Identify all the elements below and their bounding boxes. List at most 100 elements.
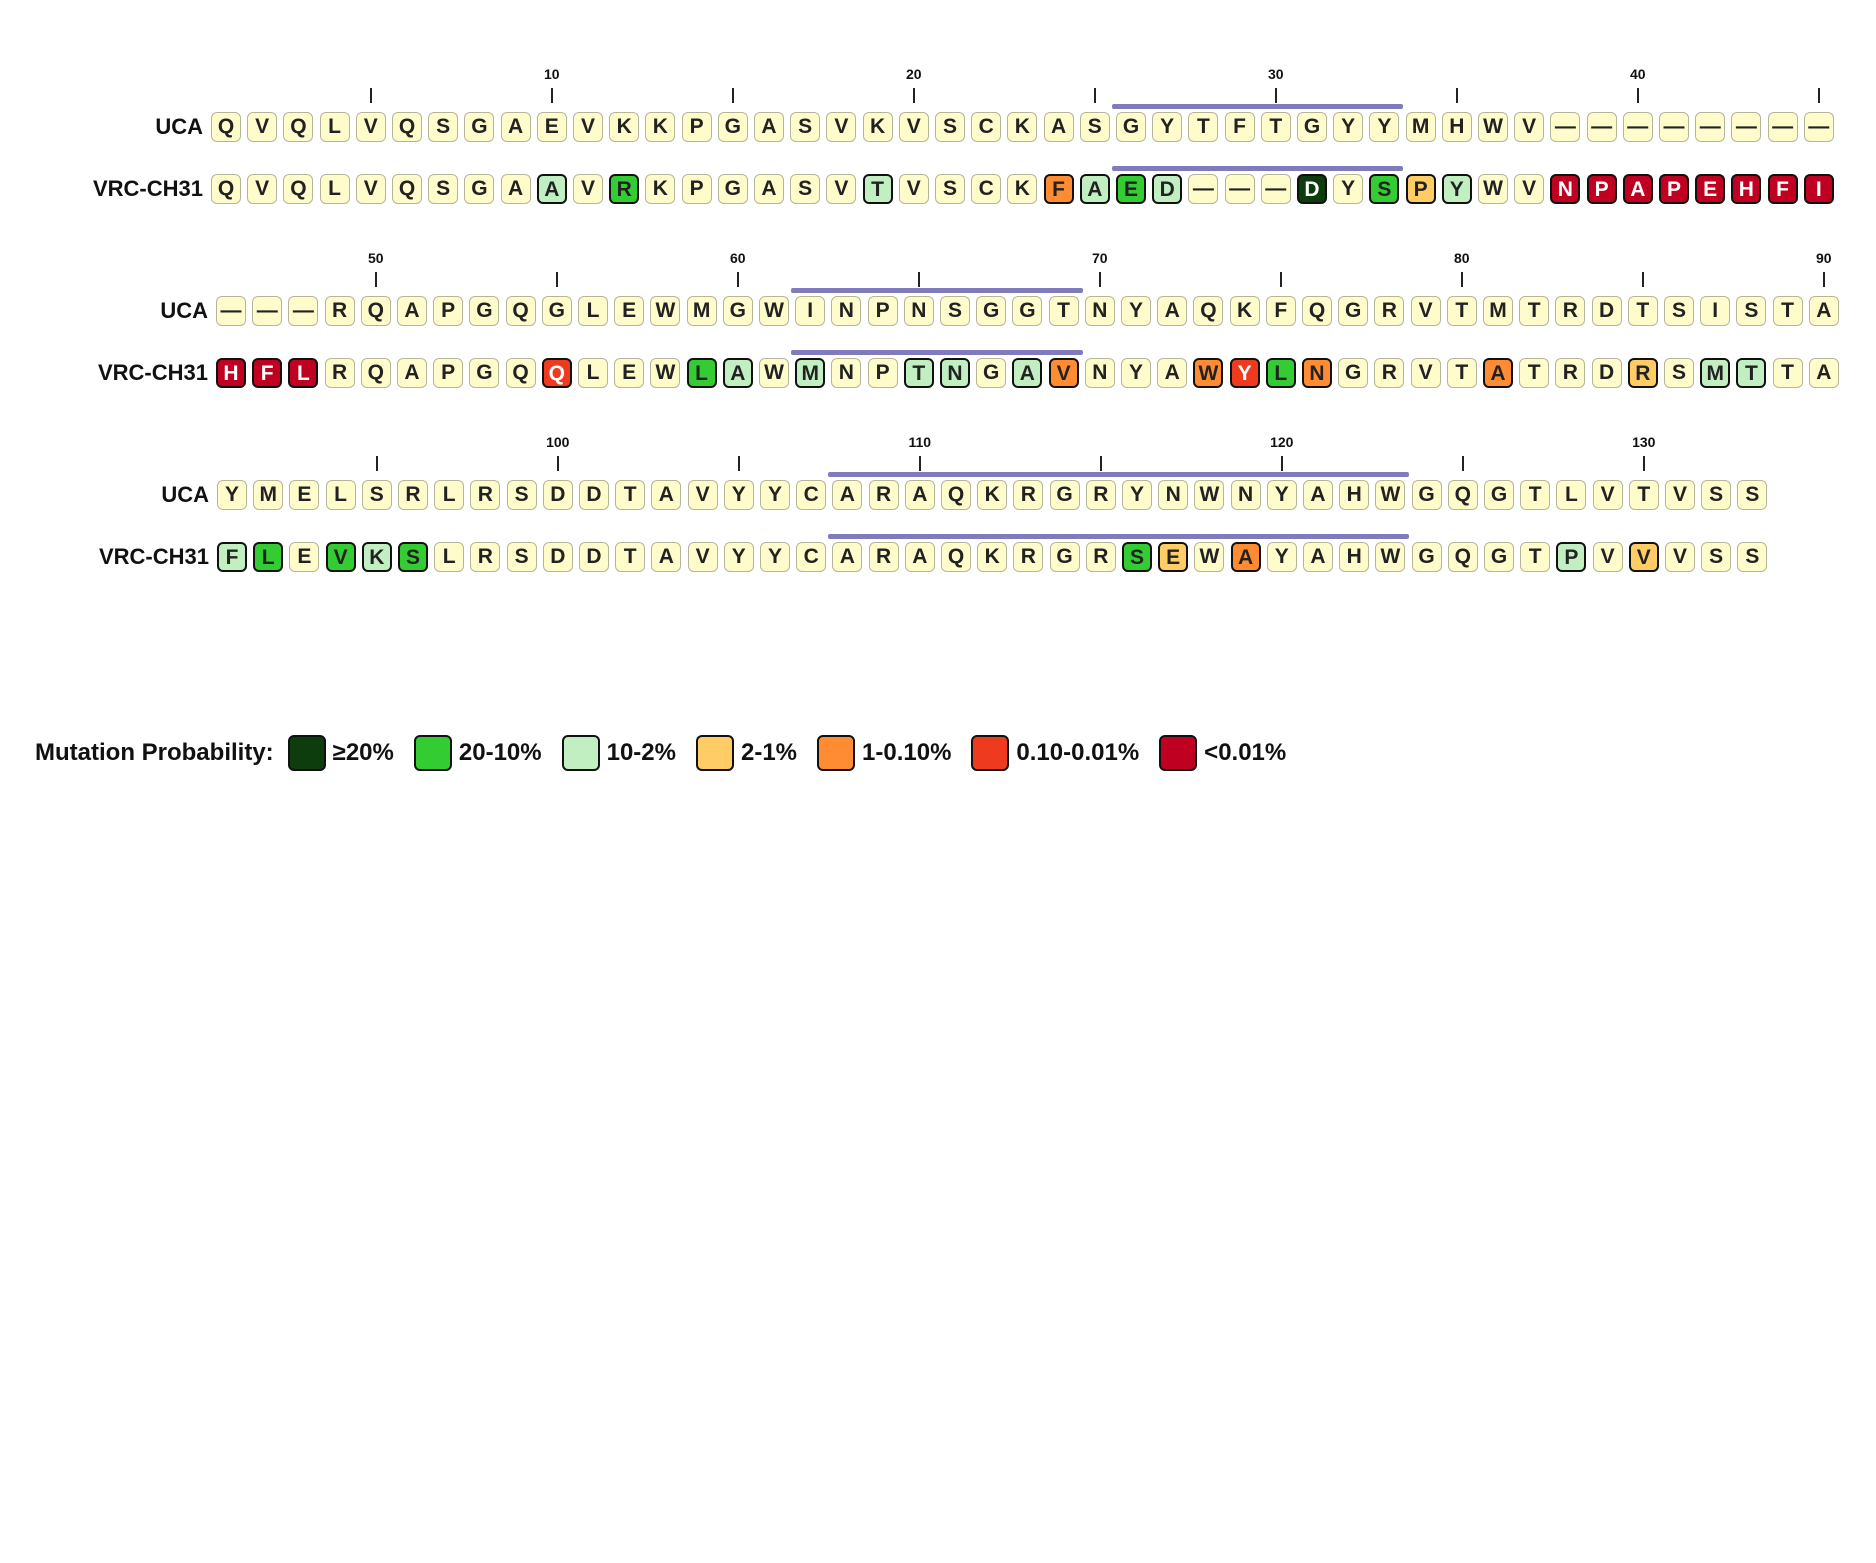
vrc-ch31-residue: R — [1374, 358, 1405, 388]
vrc-ch31-residue: V — [1665, 542, 1695, 572]
position-tick-label: 110 — [908, 434, 932, 450]
vrc-ch31-residue: C — [971, 174, 1002, 204]
position-tick — [1642, 456, 1645, 471]
legend-item: 20-10% — [413, 735, 542, 771]
vrc-ch31-residue: A — [500, 174, 531, 204]
vrc-ch31-residue: A — [722, 358, 753, 388]
row-label-uca: UCA — [155, 114, 203, 139]
vrc-ch31-residue: H — [1339, 542, 1370, 572]
row-label-vrc-ch31: VRC-CH31 — [92, 176, 203, 201]
cdr-bar-uca — [791, 288, 1083, 293]
uca-residue: K — [1007, 112, 1038, 142]
uca-residue: I — [795, 296, 826, 326]
vrc-ch31-residue: N — [1550, 174, 1581, 204]
vrc-ch31-residue: K — [361, 542, 392, 572]
vrc-ch31-residue: R — [1085, 542, 1116, 572]
vrc-ch31-residue: G — [1411, 542, 1442, 572]
uca-residue: S — [428, 112, 459, 142]
vrc-ch31-residue: G — [976, 358, 1007, 388]
vrc-ch31-residue: V — [1410, 358, 1441, 388]
uca-residue: Y — [723, 480, 754, 510]
uca-residue: R — [1555, 296, 1586, 326]
uca-residue: — — [252, 296, 283, 326]
vrc-ch31-residue: S — [1122, 542, 1152, 572]
uca-residue: L — [319, 112, 350, 142]
position-tick — [1641, 272, 1644, 287]
vrc-ch31-residue: P — [1586, 174, 1617, 204]
vrc-ch31-residue: T — [1519, 358, 1550, 388]
cdr-bar-uca — [1112, 104, 1404, 109]
vrc-ch31-residue: A — [1079, 174, 1110, 204]
uca-residue: V — [687, 480, 718, 510]
vrc-ch31-residue: I — [1803, 174, 1834, 204]
vrc-ch31-residue: H — [216, 358, 246, 388]
uca-residue: T — [1519, 296, 1550, 326]
vrc-ch31-residue: E — [1695, 174, 1726, 204]
legend-label: <0.01% — [1204, 739, 1287, 766]
legend-label: 0.10-0.01% — [1016, 739, 1140, 766]
vrc-ch31-residue: N — [1084, 358, 1115, 388]
legend-label: ≥20% — [332, 739, 394, 766]
uca-residue: M — [253, 480, 284, 510]
position-tick — [1636, 88, 1639, 103]
uca-residue: I — [1700, 296, 1731, 326]
uca-residue: E — [614, 296, 645, 326]
uca-residue: A — [1303, 480, 1333, 510]
uca-residue: — — [288, 296, 319, 326]
uca-residue: S — [1737, 480, 1768, 510]
vrc-ch31-residue: G — [469, 358, 500, 388]
position-tick-label: 70 — [1092, 250, 1108, 266]
uca-residue: A — [1043, 112, 1074, 142]
uca-residue: Q — [1447, 480, 1478, 510]
vrc-ch31-residue: E — [1116, 174, 1146, 204]
vrc-ch31-residue: R — [470, 542, 501, 572]
vrc-ch31-residue: Y — [1441, 174, 1472, 204]
position-tick — [1280, 456, 1283, 471]
vrc-ch31-residue: A — [1230, 542, 1261, 572]
vrc-ch31-residue: T — [615, 542, 646, 572]
uca-residue: V — [898, 112, 929, 142]
vrc-ch31-residue: G — [1338, 358, 1369, 388]
vrc-ch31-residue: Y — [1333, 174, 1364, 204]
legend-label: 2-1% — [740, 739, 798, 766]
uca-residue: M — [1405, 112, 1436, 142]
uca-residue: G — [1012, 296, 1043, 326]
legend-swatch — [287, 735, 326, 771]
uca-residue: K — [645, 112, 676, 142]
vrc-ch31-residue: V — [1048, 358, 1079, 388]
uca-residue: A — [832, 480, 863, 510]
vrc-ch31-residue: Y — [1266, 542, 1297, 572]
vrc-ch31-residue: L — [1265, 358, 1296, 388]
uca-residue: V — [1665, 480, 1695, 510]
legend-swatch — [695, 735, 734, 771]
vrc-ch31-residue: T — [903, 358, 934, 388]
vrc-ch31-residue: A — [1303, 542, 1333, 572]
legend-item: 10-2% — [561, 735, 676, 771]
legend-item: 1-0.10% — [817, 735, 951, 771]
vrc-ch31-residue: Q — [211, 174, 241, 204]
uca-residue: G — [722, 296, 753, 326]
uca-residue: T — [1772, 296, 1803, 326]
uca-residue: T — [615, 480, 646, 510]
uca-residue: Y — [1121, 296, 1151, 326]
vrc-ch31-residue: A — [1622, 174, 1653, 204]
uca-residue: V — [355, 112, 386, 142]
vrc-ch31-residue: Q — [505, 358, 536, 388]
vrc-ch31-residue: N — [831, 358, 862, 388]
position-tick — [375, 456, 378, 471]
uca-residue: N — [903, 296, 934, 326]
position-tick — [737, 456, 740, 471]
uca-residue: A — [651, 480, 682, 510]
uca-residue: Q — [941, 480, 971, 510]
vrc-ch31-residue: L — [253, 542, 284, 572]
vrc-ch31-residue: D — [542, 542, 573, 572]
uca-residue: A — [397, 296, 427, 326]
position-tick — [1093, 88, 1096, 103]
uca-residue: T — [1260, 112, 1291, 142]
uca-residue: S — [361, 480, 392, 510]
uca-residue: H — [1441, 112, 1472, 142]
uca-residue: R — [470, 480, 501, 510]
vrc-ch31-residue: L — [288, 358, 319, 388]
vrc-ch31-residue: H — [1731, 174, 1762, 204]
